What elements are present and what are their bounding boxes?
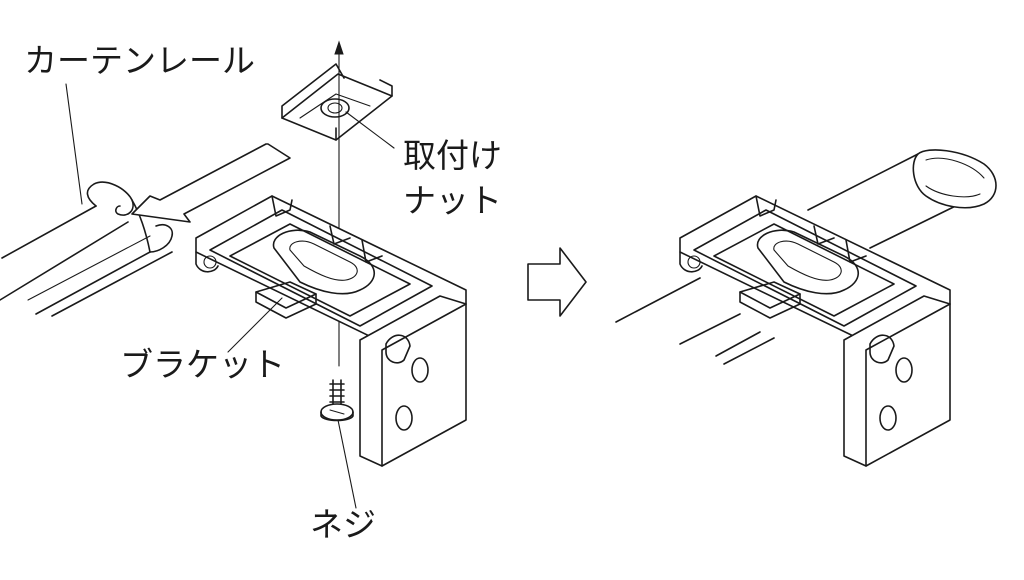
mounting-nut (281, 63, 393, 141)
assembled-bracket-with-rail (615, 149, 997, 467)
curtain-rail-label: カーテンレール (24, 41, 255, 80)
mounting-nut-label-line1: 取付け (403, 136, 502, 175)
mounting-nut-label-line2: ナット (403, 181, 502, 220)
screw-label: ネジ (310, 505, 376, 544)
bracket-label: ブラケット (120, 345, 285, 384)
screw-leader (337, 419, 357, 509)
curtain-rail-left (0, 181, 174, 317)
screw (320, 379, 354, 422)
outline-right-arrow-icon (527, 247, 587, 317)
bracket-left (195, 195, 467, 467)
curtain-rail-leader (65, 83, 83, 205)
rail-insert-arrow-icon (131, 143, 291, 223)
bracket-leader (227, 297, 283, 353)
mounting-nut-leader (345, 111, 395, 149)
